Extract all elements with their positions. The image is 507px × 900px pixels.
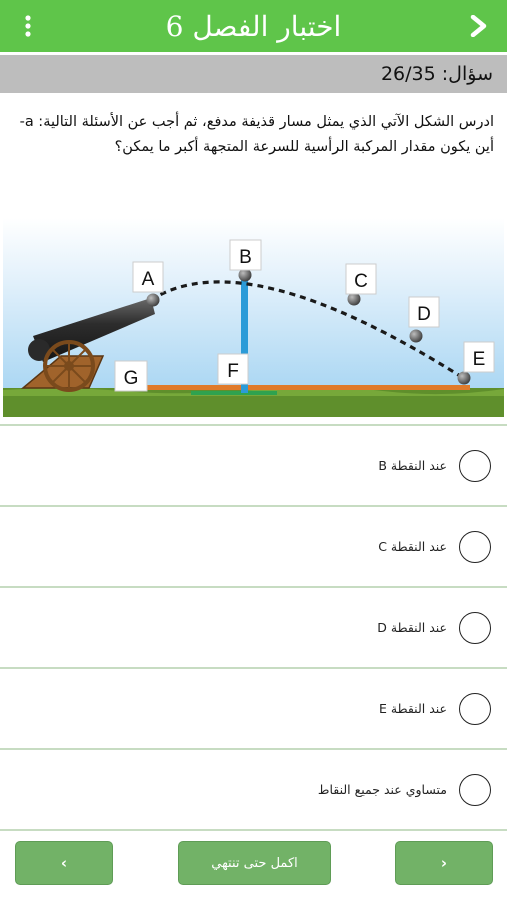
point-label-b: B	[239, 247, 252, 268]
option-label: عند النقطة D	[377, 620, 447, 635]
page-title: اختبار الفصل 6	[165, 9, 342, 43]
radio-button[interactable]	[459, 449, 491, 482]
question-text: ادرس الشكل الآتي الذي يمثل مسار قذيفة مد…	[19, 114, 494, 155]
finish-button[interactable]: اكمل حتى تنتهي	[178, 841, 331, 885]
ball-c	[347, 292, 361, 306]
radio-button[interactable]	[459, 611, 491, 644]
ball-b	[238, 268, 252, 282]
divider	[0, 667, 507, 669]
point-label-d: D	[417, 304, 431, 325]
question-counter: سؤال: 26/35	[380, 63, 493, 85]
option-label: عند النقطة E	[379, 701, 447, 716]
radio-button[interactable]	[459, 692, 491, 725]
ground-line	[138, 385, 470, 390]
app-header: اختبار الفصل 6	[0, 0, 507, 52]
radio-button[interactable]	[459, 530, 491, 563]
ball-a	[146, 293, 160, 307]
cannon-illustration	[20, 298, 155, 392]
answer-option[interactable]: عند النقطة C	[0, 507, 507, 586]
base-line	[191, 391, 277, 395]
previous-button[interactable]: ‹	[15, 841, 113, 885]
question-counter-bar: سؤال: 26/35	[0, 55, 507, 93]
divider	[0, 829, 507, 831]
option-label: متساوي عند جميع النقاط	[317, 782, 447, 797]
ball-e	[457, 371, 471, 385]
answer-options: عند النقطة B عند النقطة C عند النقطة D ع…	[0, 424, 507, 831]
divider	[0, 505, 507, 507]
point-label-a: A	[142, 269, 155, 290]
answer-option[interactable]: عند النقطة D	[0, 588, 507, 667]
height-line	[241, 275, 248, 393]
kebab-menu-icon	[25, 15, 31, 37]
radio-button[interactable]	[459, 773, 491, 806]
finish-button-label: اكمل حتى تنتهي	[211, 855, 298, 871]
divider	[0, 748, 507, 750]
point-label-e: E	[473, 349, 486, 370]
option-label: عند النقطة B	[378, 458, 447, 473]
projectile-diagram: A B C D E F G	[3, 218, 504, 417]
chevron-right-icon	[470, 15, 487, 37]
option-label: عند النقطة C	[378, 539, 447, 554]
point-label-g: G	[124, 368, 139, 389]
divider	[0, 424, 507, 426]
answer-option[interactable]: عند النقطة B	[0, 426, 507, 505]
point-label-f: F	[227, 361, 239, 382]
chevron-left-icon: ‹	[60, 854, 68, 872]
point-label-c: C	[354, 271, 368, 292]
chevron-right-icon: ›	[440, 854, 448, 872]
forward-button[interactable]	[455, 0, 503, 52]
answer-option[interactable]: متساوي عند جميع النقاط	[0, 750, 507, 829]
next-button[interactable]: ›	[395, 841, 493, 885]
answer-option[interactable]: عند النقطة E	[0, 669, 507, 748]
divider	[0, 586, 507, 588]
menu-button[interactable]	[4, 0, 52, 52]
ball-d	[409, 329, 423, 343]
